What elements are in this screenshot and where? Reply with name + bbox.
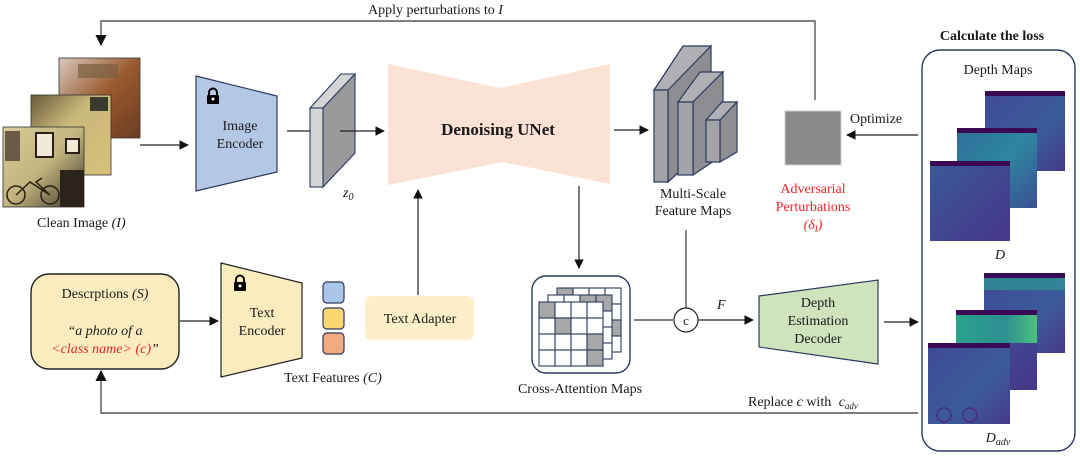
attention-cell <box>586 301 604 319</box>
descriptions-title: Descrptions (S) <box>62 287 149 302</box>
attention-cell <box>554 317 572 335</box>
attention-cell <box>570 333 588 351</box>
image-encoder-label-1: Image <box>223 119 258 134</box>
clean-image-stack: Clean Image (I) <box>2 57 141 231</box>
perturbation-label-2: Perturbations <box>776 200 851 215</box>
concat-node: c <box>673 307 699 333</box>
feature-F-label: F <box>716 298 726 313</box>
attention-cell <box>554 301 572 319</box>
concat-symbol: c <box>683 313 689 328</box>
attention-cell <box>538 349 556 367</box>
cross-attention-label: Cross-Attention Maps <box>518 382 642 397</box>
apply-perturbations-loop: Apply perturbations to I <box>95 3 816 100</box>
perturbation-noise-patch <box>784 110 842 166</box>
attention-cell <box>586 349 604 367</box>
apply-perturbations-label: Apply perturbations to I <box>368 3 504 18</box>
perturbation-label-1: Adversarial <box>780 182 845 197</box>
text-feature-token-1 <box>322 281 345 304</box>
attention-cell <box>570 349 588 367</box>
decoder-label-3: Decoder <box>794 332 842 347</box>
decoder-label-1: Depth <box>801 296 835 311</box>
depth-maps-adversarial: Dadv <box>928 273 1065 448</box>
attention-cell <box>570 317 588 335</box>
replace-class-loop: Replace c with cadv <box>95 369 918 414</box>
optimize-label: Optimize <box>850 112 902 127</box>
description-quote-line-2: <class name> (c)” <box>51 342 159 357</box>
text-adapter-label: Text Adapter <box>384 312 457 327</box>
depth-adv-label: Dadv <box>985 431 1011 448</box>
cross-attention-maps: Cross-Attention Maps <box>518 275 642 397</box>
text-feature-token-3 <box>322 332 345 355</box>
text-encoder: Text Encoder <box>220 262 303 378</box>
description-quote-line-1: “a photo of a <box>67 324 142 339</box>
depth-estimation-decoder: Depth Estimation Decoder <box>758 279 879 365</box>
depth-maps-title: Depth Maps <box>964 63 1033 78</box>
adversarial-perturbation: Adversarial Perturbations (δI) <box>776 110 851 234</box>
clean-image-label: Clean Image (I) <box>37 216 126 231</box>
image-encoder-label-2: Encoder <box>217 137 264 152</box>
multi-scale-feature-maps: Multi-Scale Feature Maps <box>652 44 739 219</box>
depth-clean-label: D <box>994 248 1005 263</box>
denoising-unet: Denoising UNet <box>388 64 610 185</box>
lock-icon <box>234 274 246 291</box>
attention-cell <box>554 349 572 367</box>
feature-maps-label-2: Feature Maps <box>655 204 732 219</box>
lock-icon <box>207 87 219 104</box>
text-feature-token-2 <box>322 307 345 330</box>
image-encoder: Image Encoder <box>195 75 278 192</box>
text-features-label: Text Features (C) <box>284 371 382 386</box>
depth-maps-clean: D <box>930 91 1065 263</box>
descriptions-box: Descrptions (S) “a photo of a <class nam… <box>30 273 180 370</box>
latent-label: z0 <box>342 186 353 203</box>
replace-class-label: Replace c with cadv <box>748 395 858 411</box>
attention-cell <box>570 301 588 319</box>
attention-cell <box>538 317 556 335</box>
text-features: Text Features (C) <box>284 281 382 386</box>
perturbation-symbol: (δI) <box>804 218 823 234</box>
attention-cell <box>538 301 556 319</box>
attention-cell <box>586 317 604 335</box>
unet-label: Denoising UNet <box>441 120 555 139</box>
decoder-label-2: Estimation <box>788 314 849 329</box>
text-encoder-label-1: Text <box>250 306 275 321</box>
feature-maps-label-1: Multi-Scale <box>660 187 726 202</box>
attention-cell <box>554 333 572 351</box>
attention-cell <box>538 333 556 351</box>
text-encoder-label-2: Encoder <box>239 324 286 339</box>
calculate-loss-title: Calculate the loss <box>940 29 1045 44</box>
attention-cell <box>586 333 604 351</box>
text-adapter: Text Adapter <box>365 296 474 340</box>
latent-z0-block: z0 <box>308 72 357 203</box>
